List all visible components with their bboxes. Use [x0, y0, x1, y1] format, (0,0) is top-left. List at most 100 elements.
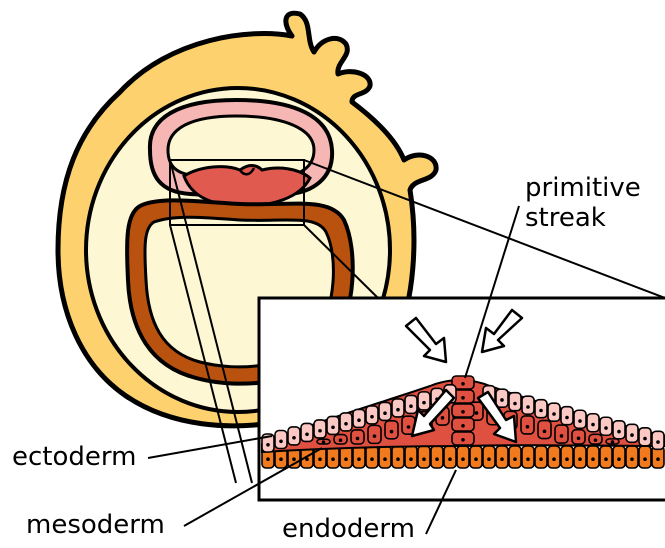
- mesoderm-cell-nucleus: [322, 440, 326, 444]
- mesoderm-cell-nucleus: [390, 430, 394, 434]
- endoderm-cell-nucleus: [526, 457, 530, 461]
- mesoderm-cell-nucleus: [475, 411, 479, 415]
- endoderm-cell: [626, 446, 638, 468]
- endoderm-cell-nucleus: [552, 457, 556, 461]
- ectoderm-cell-nucleus: [279, 439, 283, 443]
- endoderm-cell-nucleus: [435, 457, 439, 461]
- ectoderm-cell-nucleus: [591, 423, 595, 427]
- ectoderm-cell-nucleus: [552, 412, 556, 416]
- endoderm-cell-nucleus: [409, 457, 413, 461]
- ectoderm-cell-nucleus: [383, 411, 387, 415]
- endoderm-cell: [392, 446, 404, 468]
- ectoderm-cell: [613, 421, 625, 439]
- endoderm-cell-nucleus: [448, 457, 452, 461]
- ectoderm-cell: [574, 410, 586, 428]
- endoderm-cell: [379, 446, 391, 468]
- endoderm-cell-nucleus: [578, 457, 582, 461]
- endoderm-cell: [587, 446, 599, 468]
- endoderm-cell-nucleus: [539, 457, 543, 461]
- streak-cell-nucleus: [461, 382, 465, 386]
- endoderm-cell: [431, 446, 443, 468]
- ectoderm-cell-nucleus: [292, 436, 296, 440]
- endoderm-cell: [444, 446, 456, 468]
- endoderm-cell-nucleus: [565, 457, 569, 461]
- endoderm-cell-nucleus: [591, 457, 595, 461]
- endoderm-cell-nucleus: [487, 457, 491, 461]
- mesoderm-cell: [521, 416, 534, 434]
- streak-cell-nucleus: [461, 438, 465, 442]
- mesoderm-cell-nucleus: [339, 438, 343, 442]
- ectoderm-cell: [496, 389, 508, 407]
- ectoderm-cell-nucleus: [565, 416, 569, 420]
- endoderm-cell-nucleus: [656, 457, 660, 461]
- label-endoderm: endoderm: [282, 515, 415, 543]
- streak-cell-nucleus: [461, 396, 465, 400]
- endoderm-cell: [353, 446, 365, 468]
- endoderm-cell-nucleus: [630, 457, 634, 461]
- ectoderm-cell-nucleus: [409, 404, 413, 408]
- mesoderm-cell-nucleus: [560, 434, 564, 438]
- endoderm-cell-nucleus: [318, 457, 322, 461]
- endoderm-cell: [418, 446, 430, 468]
- ectoderm-cell-nucleus: [370, 415, 374, 419]
- ectoderm-cell-nucleus: [578, 419, 582, 423]
- endoderm-cell: [366, 446, 378, 468]
- endoderm-cell: [613, 446, 625, 468]
- label-mesoderm: mesoderm: [26, 511, 165, 539]
- endoderm-cell-nucleus: [643, 457, 647, 461]
- label-primitive: primitive: [525, 174, 641, 202]
- endoderm-cell-nucleus: [474, 457, 478, 461]
- mesoderm-cell-nucleus: [543, 430, 547, 434]
- endoderm-cell: [574, 446, 586, 468]
- endoderm-cell-nucleus: [604, 457, 608, 461]
- endoderm-cell-nucleus: [461, 457, 465, 461]
- endoderm-cell: [600, 446, 612, 468]
- label-streak: streak: [525, 204, 606, 232]
- endoderm-cell: [535, 446, 547, 468]
- endoderm-cell: [340, 446, 352, 468]
- leader-ectoderm: [148, 436, 272, 458]
- mesoderm-cell-nucleus: [577, 436, 581, 440]
- label-ectoderm: ectoderm: [12, 443, 136, 471]
- endoderm-cell-nucleus: [513, 457, 517, 461]
- ectoderm-cell: [535, 400, 547, 418]
- ectoderm-cell-nucleus: [396, 408, 400, 412]
- ectoderm-cell: [353, 409, 365, 427]
- endoderm-cell: [522, 446, 534, 468]
- ectoderm-cell: [392, 399, 404, 417]
- endoderm-cell-nucleus: [279, 457, 283, 461]
- endoderm-cell: [561, 446, 573, 468]
- mesoderm-cell-nucleus: [373, 434, 377, 438]
- endoderm-cell-nucleus: [292, 457, 296, 461]
- streak-cell-nucleus: [461, 410, 465, 414]
- ectoderm-cell-nucleus: [643, 437, 647, 441]
- mesoderm-cell-nucleus: [526, 425, 530, 429]
- ectoderm-cell-nucleus: [617, 430, 621, 434]
- endoderm-cell-nucleus: [500, 457, 504, 461]
- endoderm-cell-nucleus: [396, 457, 400, 461]
- ectoderm-cell-nucleus: [331, 425, 335, 429]
- ectoderm-cell-nucleus: [539, 409, 543, 413]
- ectoderm-cell-nucleus: [422, 401, 426, 405]
- endoderm-cell: [483, 446, 495, 468]
- endoderm-cell-nucleus: [422, 457, 426, 461]
- mesoderm-cell: [538, 421, 551, 439]
- ectoderm-cell-nucleus: [526, 405, 530, 409]
- endoderm-cell-nucleus: [617, 457, 621, 461]
- mesoderm-cell: [555, 425, 568, 443]
- endoderm-cell: [405, 446, 417, 468]
- mesoderm-cell-nucleus: [356, 437, 360, 441]
- endoderm-cell-nucleus: [344, 457, 348, 461]
- endoderm-cell: [509, 446, 521, 468]
- endoderm-cell-nucleus: [331, 457, 335, 461]
- endoderm-cell: [457, 446, 469, 468]
- ectoderm-cell-nucleus: [513, 402, 517, 406]
- mesoderm-cell-nucleus: [407, 425, 411, 429]
- mesoderm-cell-nucleus: [594, 438, 598, 442]
- ectoderm-cell-nucleus: [344, 422, 348, 426]
- ectoderm-cell: [275, 430, 287, 448]
- ectoderm-cell-nucleus: [305, 432, 309, 436]
- mesoderm-cell-nucleus: [611, 440, 615, 444]
- ectoderm-cell: [314, 420, 326, 438]
- endoderm-cell-nucleus: [357, 457, 361, 461]
